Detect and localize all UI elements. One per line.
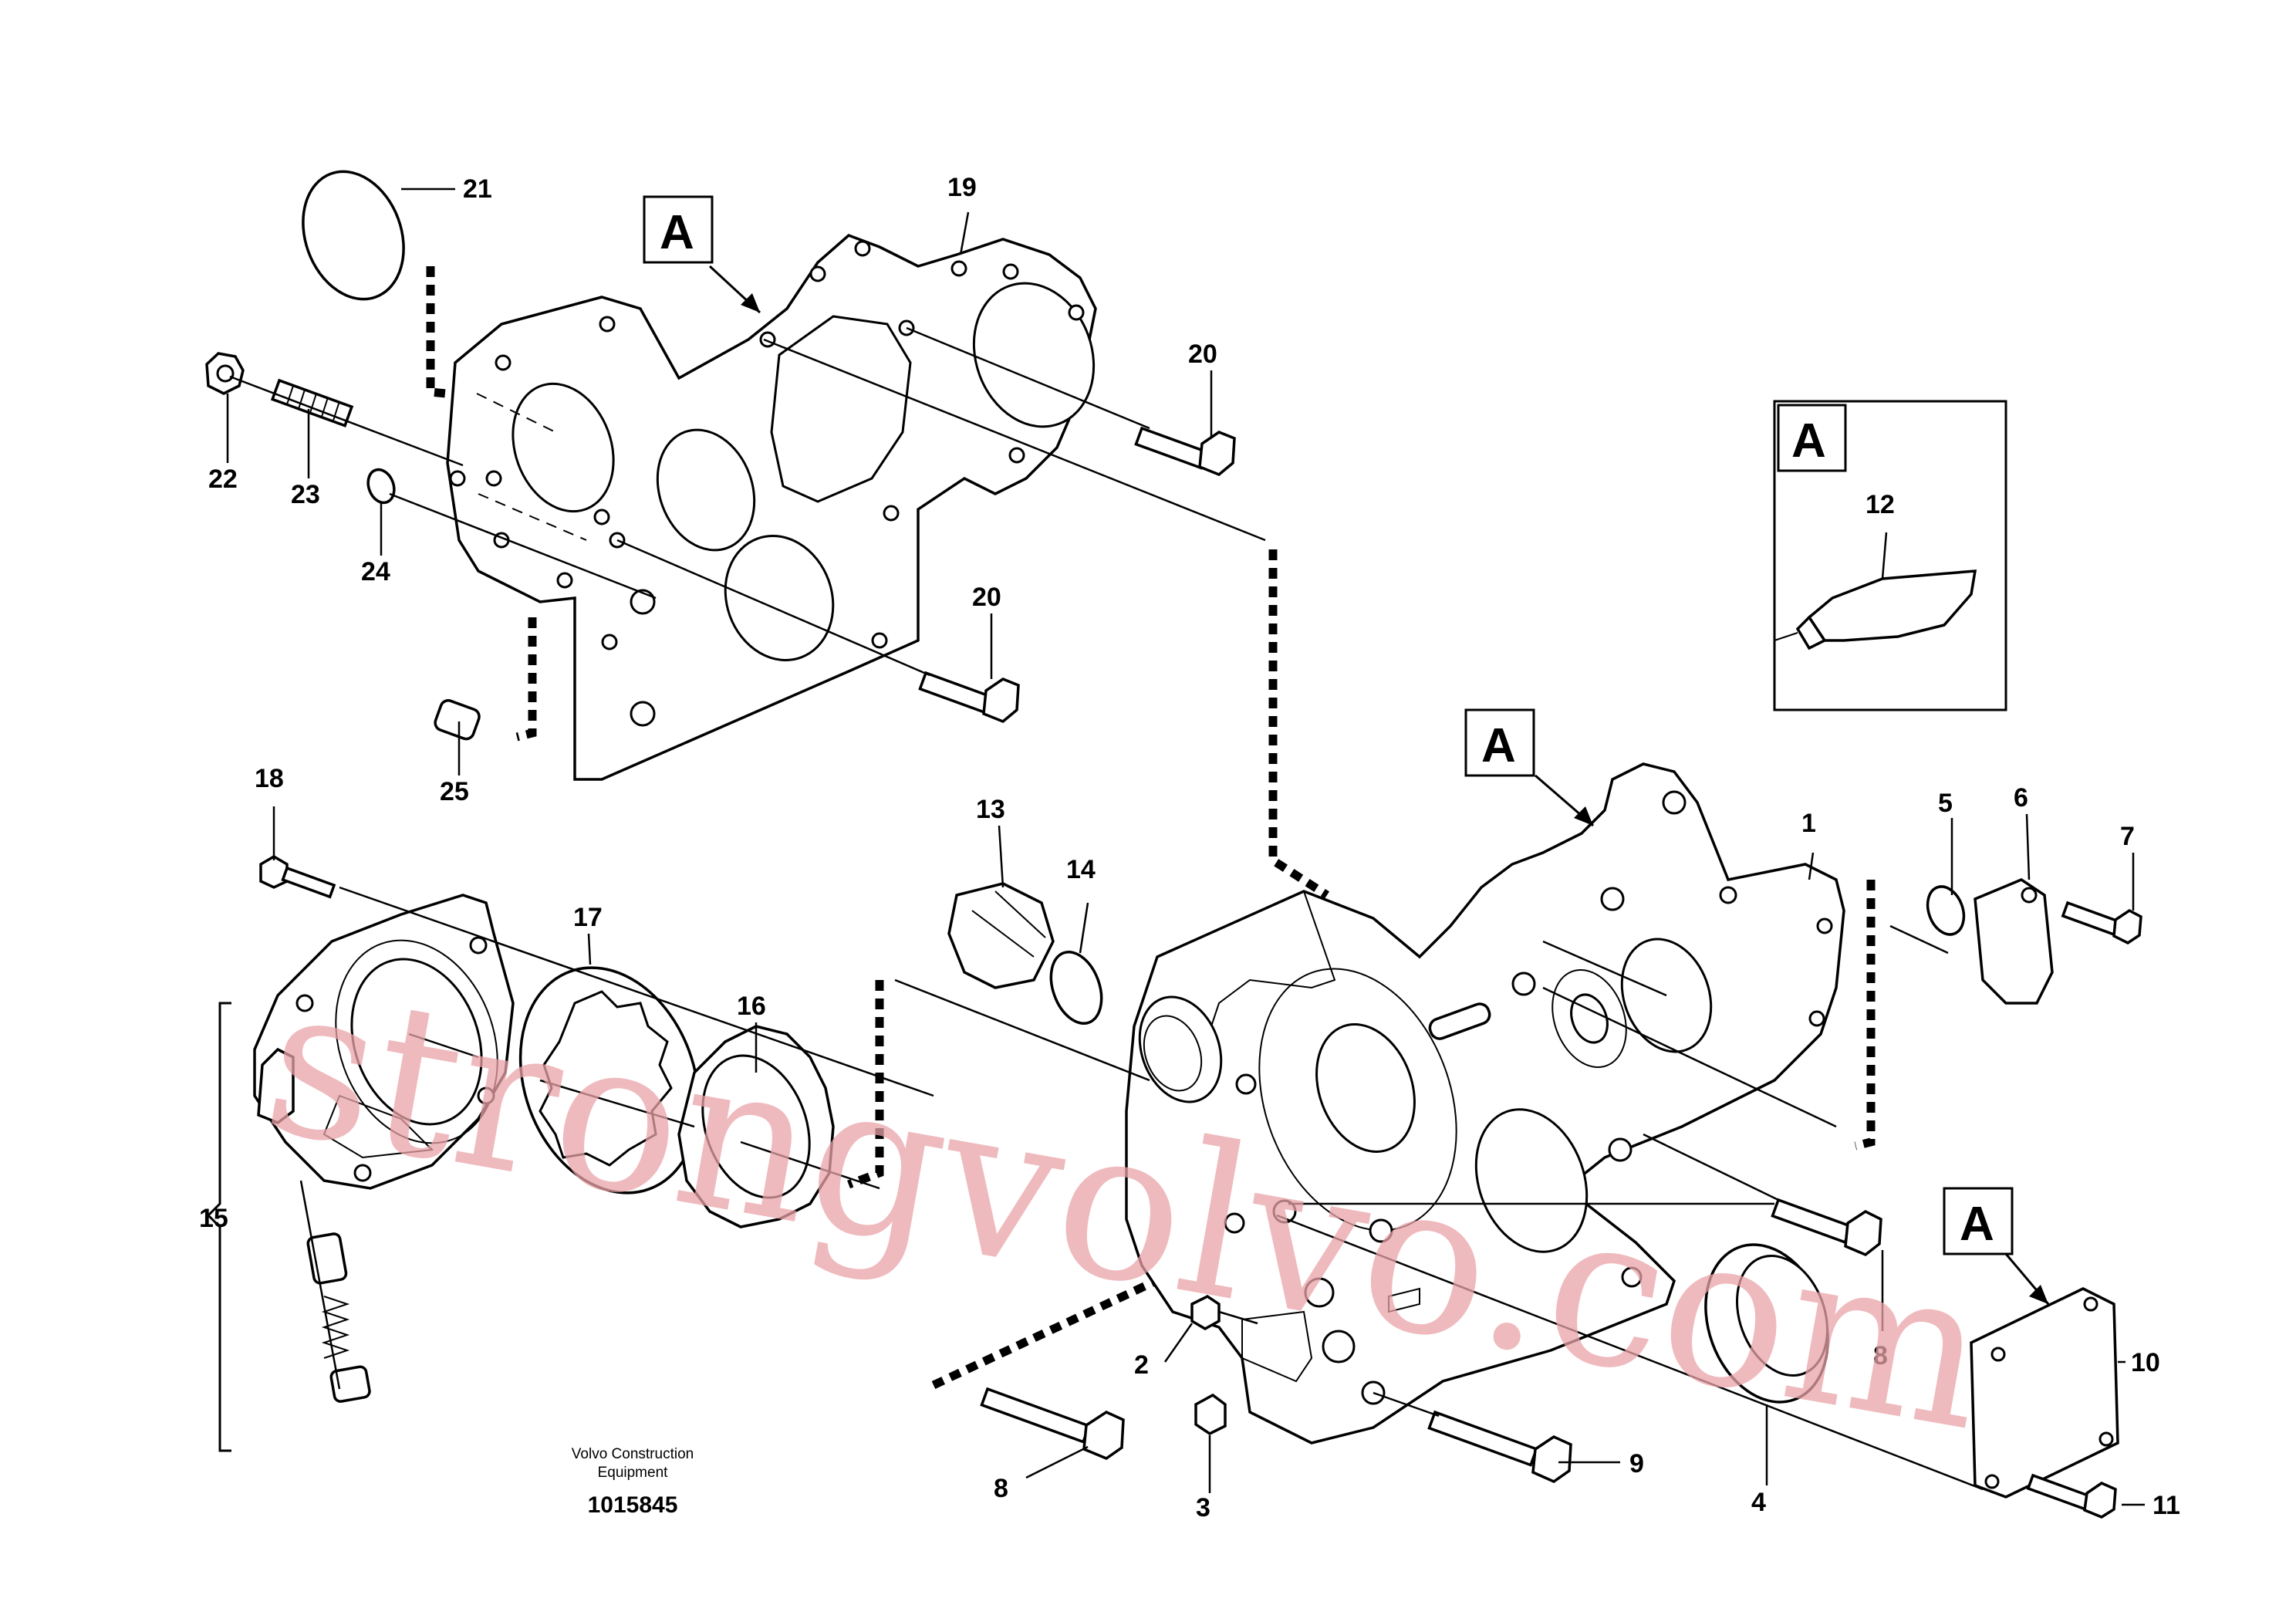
bolt-11 <box>2026 1473 2117 1519</box>
flange-nut-22 <box>205 352 245 395</box>
dowel-pin-25 <box>434 699 481 741</box>
marker-A-housing: A <box>1481 719 1516 772</box>
callout-13: 13 <box>976 795 1005 824</box>
callout-22: 22 <box>208 465 238 494</box>
callout-15: 15 <box>199 1204 228 1233</box>
marker-A-top: A <box>660 206 694 259</box>
flange-bolt-20-lower <box>918 671 1020 724</box>
pressure-valve-parts-15 <box>299 1180 371 1403</box>
o-ring-disk-21 <box>302 170 405 301</box>
caption-division: Equipment <box>598 1465 669 1481</box>
bolt-9 <box>1427 1410 1572 1484</box>
callout-10: 10 <box>2131 1348 2160 1377</box>
callout-2: 2 <box>1134 1350 1149 1380</box>
callout-12: 12 <box>1866 490 1895 519</box>
callout-11: 11 <box>2152 1491 2180 1520</box>
callout-24: 24 <box>361 557 390 586</box>
timing-gear-housing-1 <box>1125 762 1845 1445</box>
callout-9: 9 <box>1629 1449 1644 1478</box>
callout-20-lower: 20 <box>972 583 1001 612</box>
seal-ring-4 <box>1704 1243 1829 1404</box>
caption-company: Volvo Construction <box>572 1446 694 1462</box>
plug-3 <box>1194 1393 1227 1436</box>
callout-23: 23 <box>291 480 320 509</box>
pump-gear-16 <box>677 1025 835 1228</box>
assembly-axis-lines-main <box>894 924 1984 1491</box>
plug-2 <box>1190 1294 1221 1331</box>
callout-7: 7 <box>2120 822 2135 851</box>
pump-rotor-17 <box>518 966 701 1195</box>
callout-1: 1 <box>1801 809 1816 838</box>
ref-marker-A-top <box>643 195 761 314</box>
oil-pump-housing-15 <box>253 894 515 1190</box>
oil-pump-group-bracket <box>206 1002 231 1452</box>
callout-21: 21 <box>463 174 492 204</box>
bolt-8-left <box>980 1387 1125 1460</box>
callout-5: 5 <box>1938 789 1953 818</box>
leader-lines <box>226 188 2145 1506</box>
callout-4: 4 <box>1751 1488 1766 1517</box>
callout-19: 19 <box>947 173 977 202</box>
callout-8-left: 8 <box>994 1474 1008 1503</box>
drawing-caption: Volvo Construction Equipment 1015845 <box>572 1446 694 1518</box>
flange-bolt-20-upper <box>1134 426 1236 477</box>
bolt-8-right <box>1771 1198 1882 1257</box>
drawing-number: 1015845 <box>588 1492 678 1518</box>
ref-marker-A-housing <box>1464 708 1594 827</box>
callout-18: 18 <box>255 764 284 793</box>
washer-24 <box>366 468 396 505</box>
callout-14: 14 <box>1066 855 1096 884</box>
ref-marker-A-cover <box>1943 1187 2050 1305</box>
callout-25: 25 <box>440 777 469 806</box>
callout-6: 6 <box>2014 783 2028 813</box>
assembly-axis-lines-top <box>229 326 1266 677</box>
oil-filler-cap-13 <box>947 882 1055 989</box>
bolt-7 <box>2061 901 2142 945</box>
gasket-plate-19 <box>446 233 1097 781</box>
o-ring-14 <box>1049 950 1103 1026</box>
cover-6 <box>1974 878 2054 1005</box>
callout-8-right: 8 <box>1873 1341 1888 1370</box>
gasket-5 <box>1926 885 1966 936</box>
cover-plate-10 <box>1970 1287 2119 1499</box>
marker-letters: A A A A <box>660 206 1994 1251</box>
bolt-18 <box>259 854 336 899</box>
detail-box-sealant <box>1773 400 2007 711</box>
callout-3: 3 <box>1196 1493 1210 1522</box>
callout-labels: 21 19 20 20 22 23 24 25 18 17 16 15 13 1… <box>199 173 2180 1522</box>
callout-17: 17 <box>573 903 603 932</box>
marker-A-detail: A <box>1791 414 1826 468</box>
assembly-axis-lines-left <box>339 886 934 1190</box>
marker-A-cover: A <box>1960 1198 1994 1251</box>
callout-16: 16 <box>737 992 766 1021</box>
callout-20-upper: 20 <box>1188 340 1217 369</box>
